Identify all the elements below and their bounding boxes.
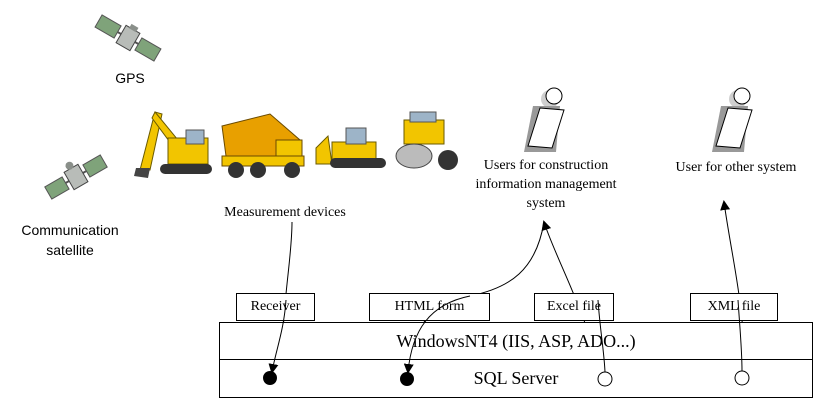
- sql-layer-label: SQL Server: [473, 368, 559, 388]
- excel-file-box: Excel file: [534, 293, 614, 321]
- xml-to-sql-line: [737, 299, 743, 372]
- excavator-icon: [134, 111, 212, 178]
- receiver-box: Receiver: [236, 293, 315, 321]
- user-other-label: User for other system: [675, 160, 797, 175]
- htmlform-to-sql-line: [403, 295, 471, 374]
- communication-satellite-icon: [44, 154, 108, 200]
- excel-to-sql-line: [597, 299, 606, 373]
- user-cims-icon: [524, 87, 565, 152]
- sql-dot-1: [263, 371, 277, 385]
- bulldozer-icon: [315, 127, 386, 168]
- user-other-icon: [712, 87, 753, 152]
- gps-label: GPS: [115, 70, 145, 86]
- windows-layer: WindowsNT4 (IIS, ASP, ADO...): [219, 322, 813, 360]
- sql-dot-4: [734, 370, 750, 386]
- communication-satellite-label: Communication satellite: [21, 222, 119, 258]
- sql-dot-2: [400, 372, 414, 386]
- sql-dot-3: [597, 371, 613, 387]
- measurement-to-sql-line: [268, 299, 287, 374]
- dump-truck-icon: [221, 113, 305, 178]
- xml-file-box: XML file: [690, 293, 778, 321]
- measurement-devices-label: Measurement devices: [224, 205, 346, 220]
- gps-satellite-icon: [94, 14, 162, 62]
- roller-icon: [395, 111, 458, 170]
- users-cims-label: Users for construction information manag…: [475, 158, 617, 211]
